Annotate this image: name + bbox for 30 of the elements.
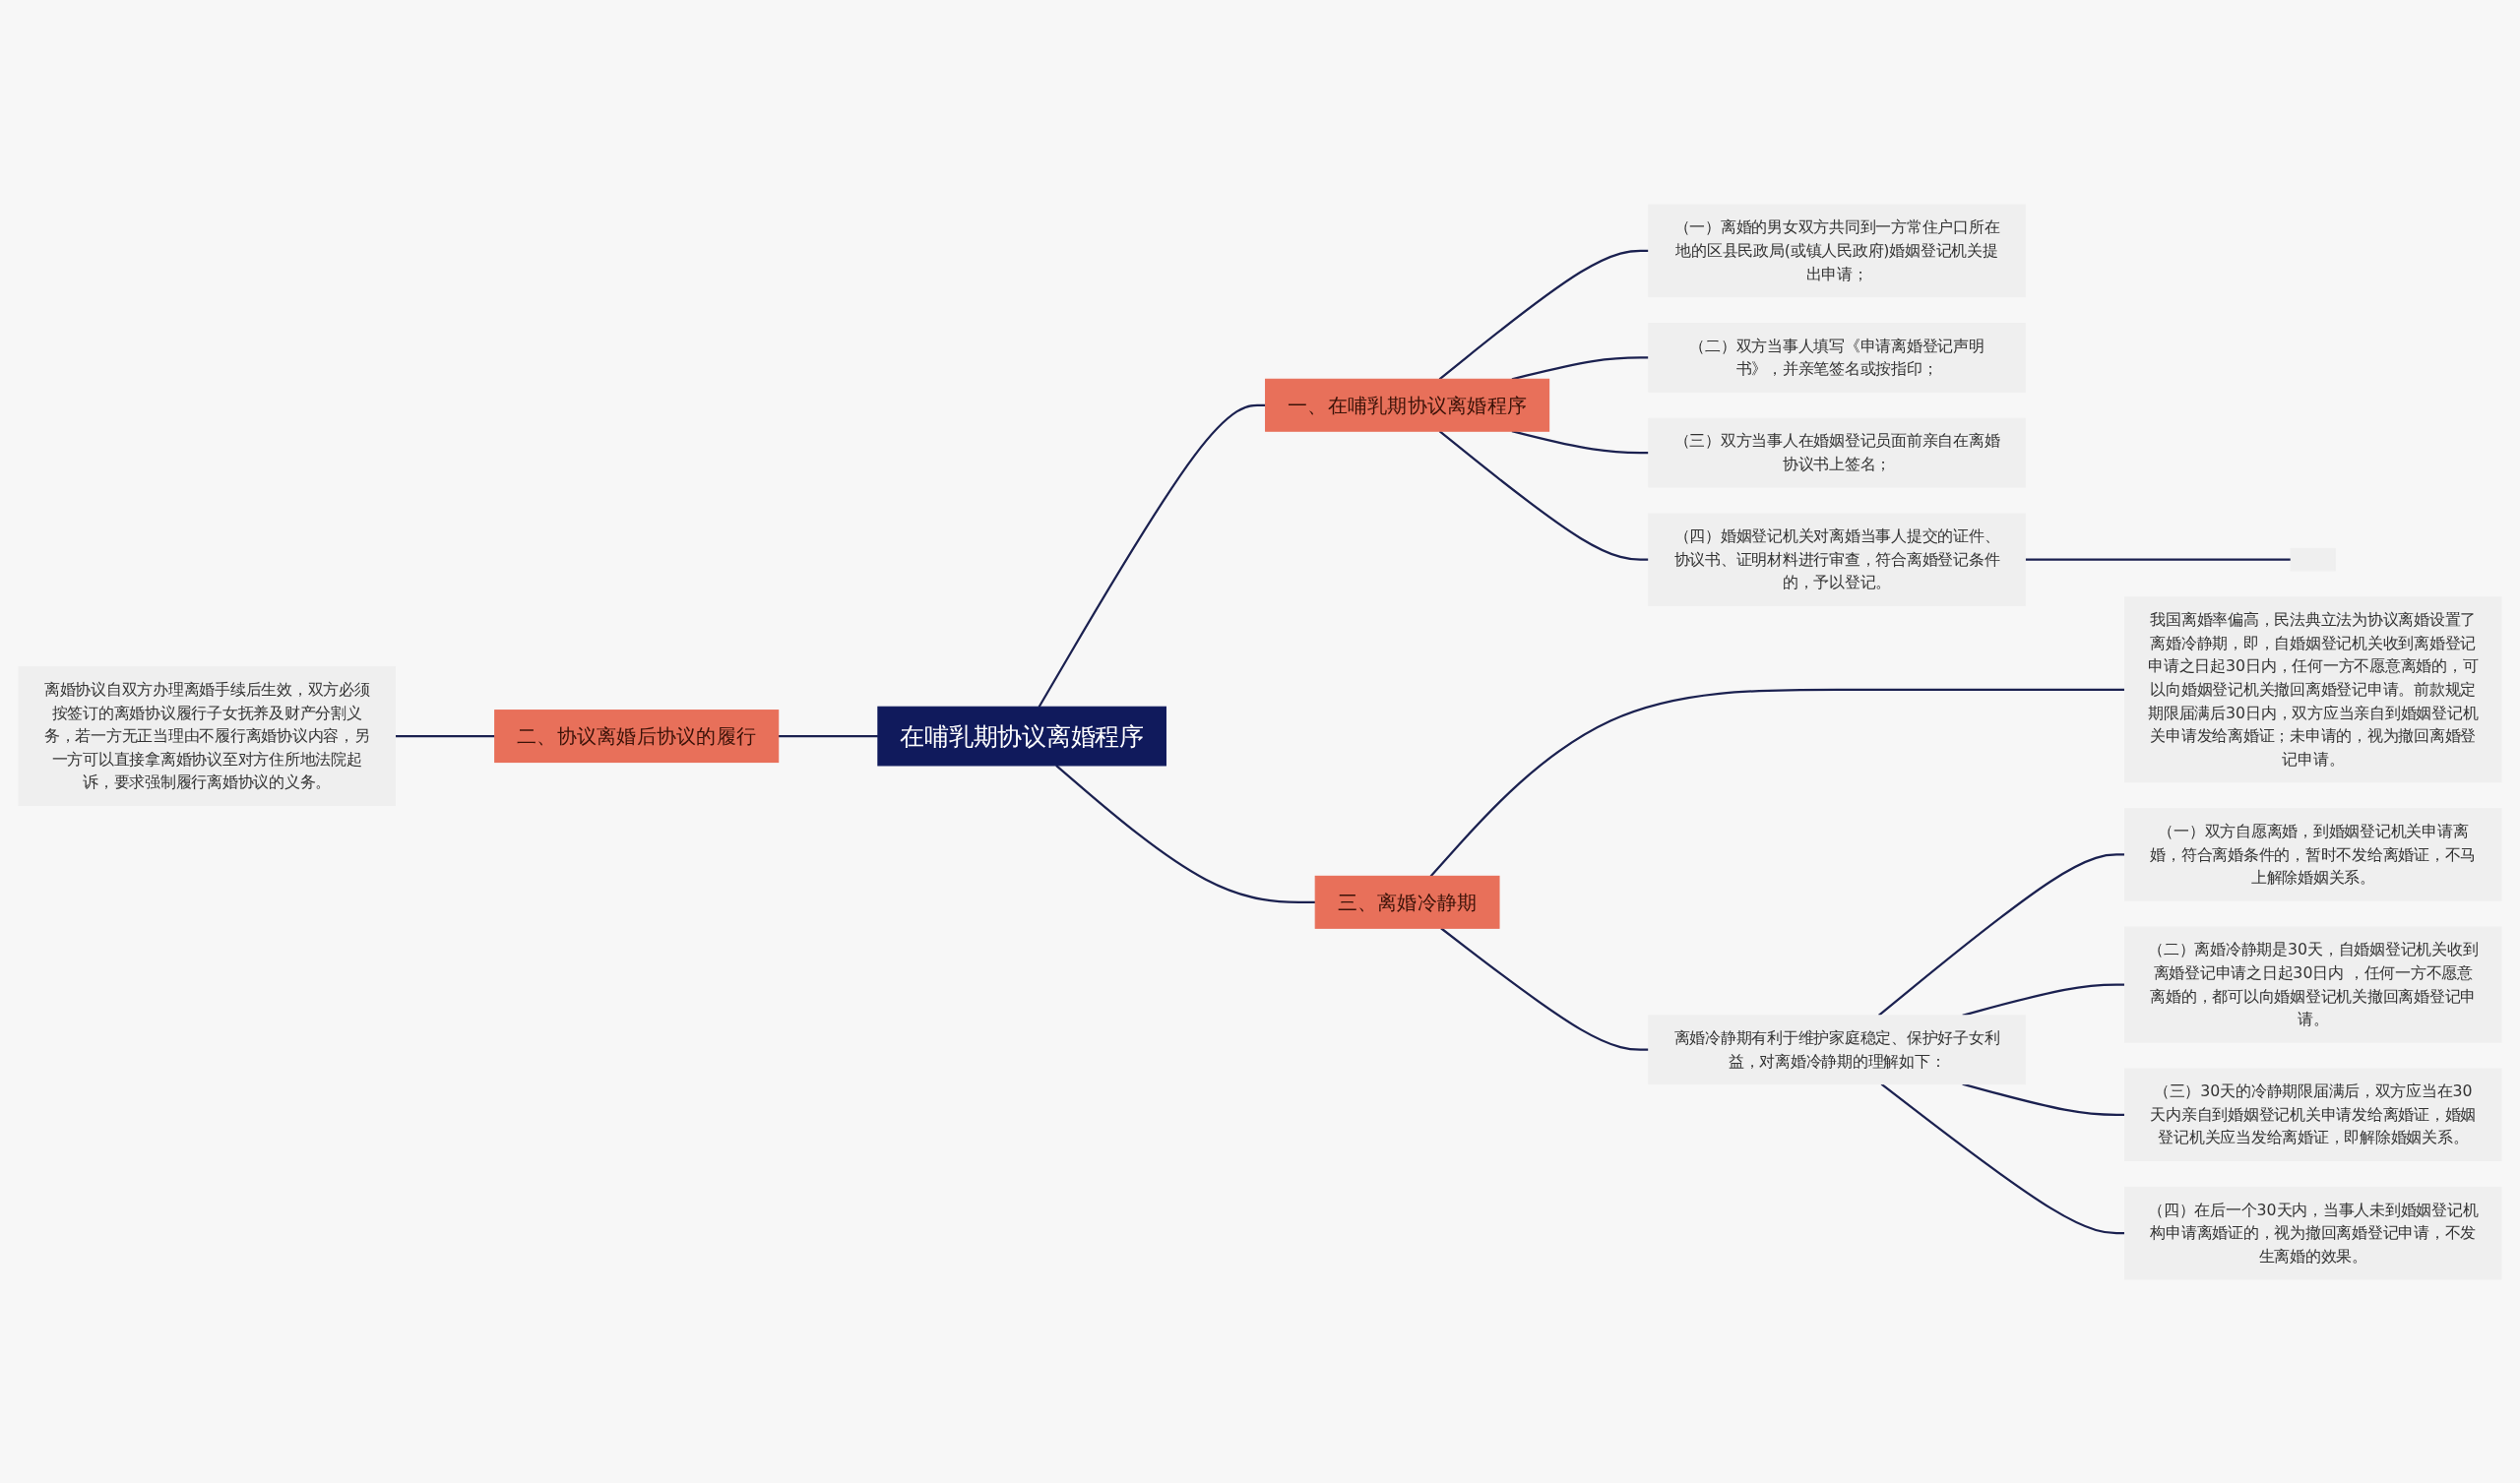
connector xyxy=(1440,926,1649,1051)
connector xyxy=(1962,983,2125,1017)
connector xyxy=(1055,764,1316,903)
node-box: 在哺乳期协议离婚程序 xyxy=(877,706,1166,766)
node-box: 三、离婚冷静期 xyxy=(1314,875,1500,929)
node-box: （四）婚姻登记机关对离婚当事人提交的证件、协议书、证明材料进行审查，符合离婚登记条件的，予以登记。 xyxy=(1648,512,2026,606)
connector xyxy=(1429,688,2125,877)
connector xyxy=(1962,1082,2125,1116)
node-box: 二、协议离婚后协议的履行 xyxy=(494,709,780,763)
node-box: （三）双方当事人在婚姻登记员面前亲自在离婚协议书上签名； xyxy=(1648,417,2026,488)
node-box: 我国离婚率偏高，民法典立法为协议离婚设置了离婚冷静期，即，自婚姻登记机关收到离婚登记申请之日起30日内，任何一方不愿意离婚的，可以向婚姻登记机关撤回离婚登记申请。前款规定期限届满后30日内，双方应当亲自到婚姻登记机关申请发给离婚证；未申请的，视为撤回离婚登记申请。 xyxy=(2124,595,2502,782)
node-box: （三）30天的冷静期限届满后，双方应当在30天内亲自到婚姻登记机关申请发给离婚证，婚姻登记机关应当发给离婚证，即解除婚姻关系。 xyxy=(2124,1068,2502,1161)
connector xyxy=(1038,403,1266,708)
node-box: （二）离婚冷静期是30天，自婚姻登记机关收到离婚登记申请之日起30日内 ，任何一方不愿意离婚的，都可以向婚姻登记机关撤回离婚登记申请。 xyxy=(2124,926,2502,1043)
node-box: （一）离婚的男女双方共同到一方常住户口所在地的区县民政局(或镇人民政府)婚姻登记机关提出申请； xyxy=(1648,204,2026,297)
connector xyxy=(778,734,878,737)
node-box: （一）双方自愿离婚，到婚姻登记机关申请离婚，符合离婚条件的，暂时不发给离婚证，不马上解除婚姻关系。 xyxy=(2124,807,2502,901)
connector xyxy=(1877,852,2125,1017)
connector xyxy=(395,734,495,737)
connector xyxy=(1438,249,1649,380)
node-box: 离婚冷静期有利于维护家庭稳定、保护好子女利益，对离婚冷静期的理解如下： xyxy=(1648,1014,2026,1084)
node-box: （二）双方当事人填写《申请离婚登记声明书》，并亲笔签名或按指印； xyxy=(1648,322,2026,393)
connector xyxy=(2025,558,2292,561)
connector xyxy=(1438,429,1649,561)
node-box: （四）在后一个30天内，当事人未到婚姻登记机构申请离婚证的，视为撤回离婚登记申请，不发生离婚的效果。 xyxy=(2124,1186,2502,1279)
node-box xyxy=(2290,547,2336,571)
connector xyxy=(1511,429,1649,454)
node-box: 一、在哺乳期协议离婚程序 xyxy=(1265,378,1550,432)
connector xyxy=(1880,1082,2125,1234)
node-box: 离婚协议自双方办理离婚手续后生效，双方必须按签订的离婚协议履行子女抚养及财产分割义务，若一方无正当理由不履行离婚协议内容，另一方可以直接拿离婚协议至对方住所地法院起诉，要求强制履行离婚协议的义务。 xyxy=(18,665,396,806)
